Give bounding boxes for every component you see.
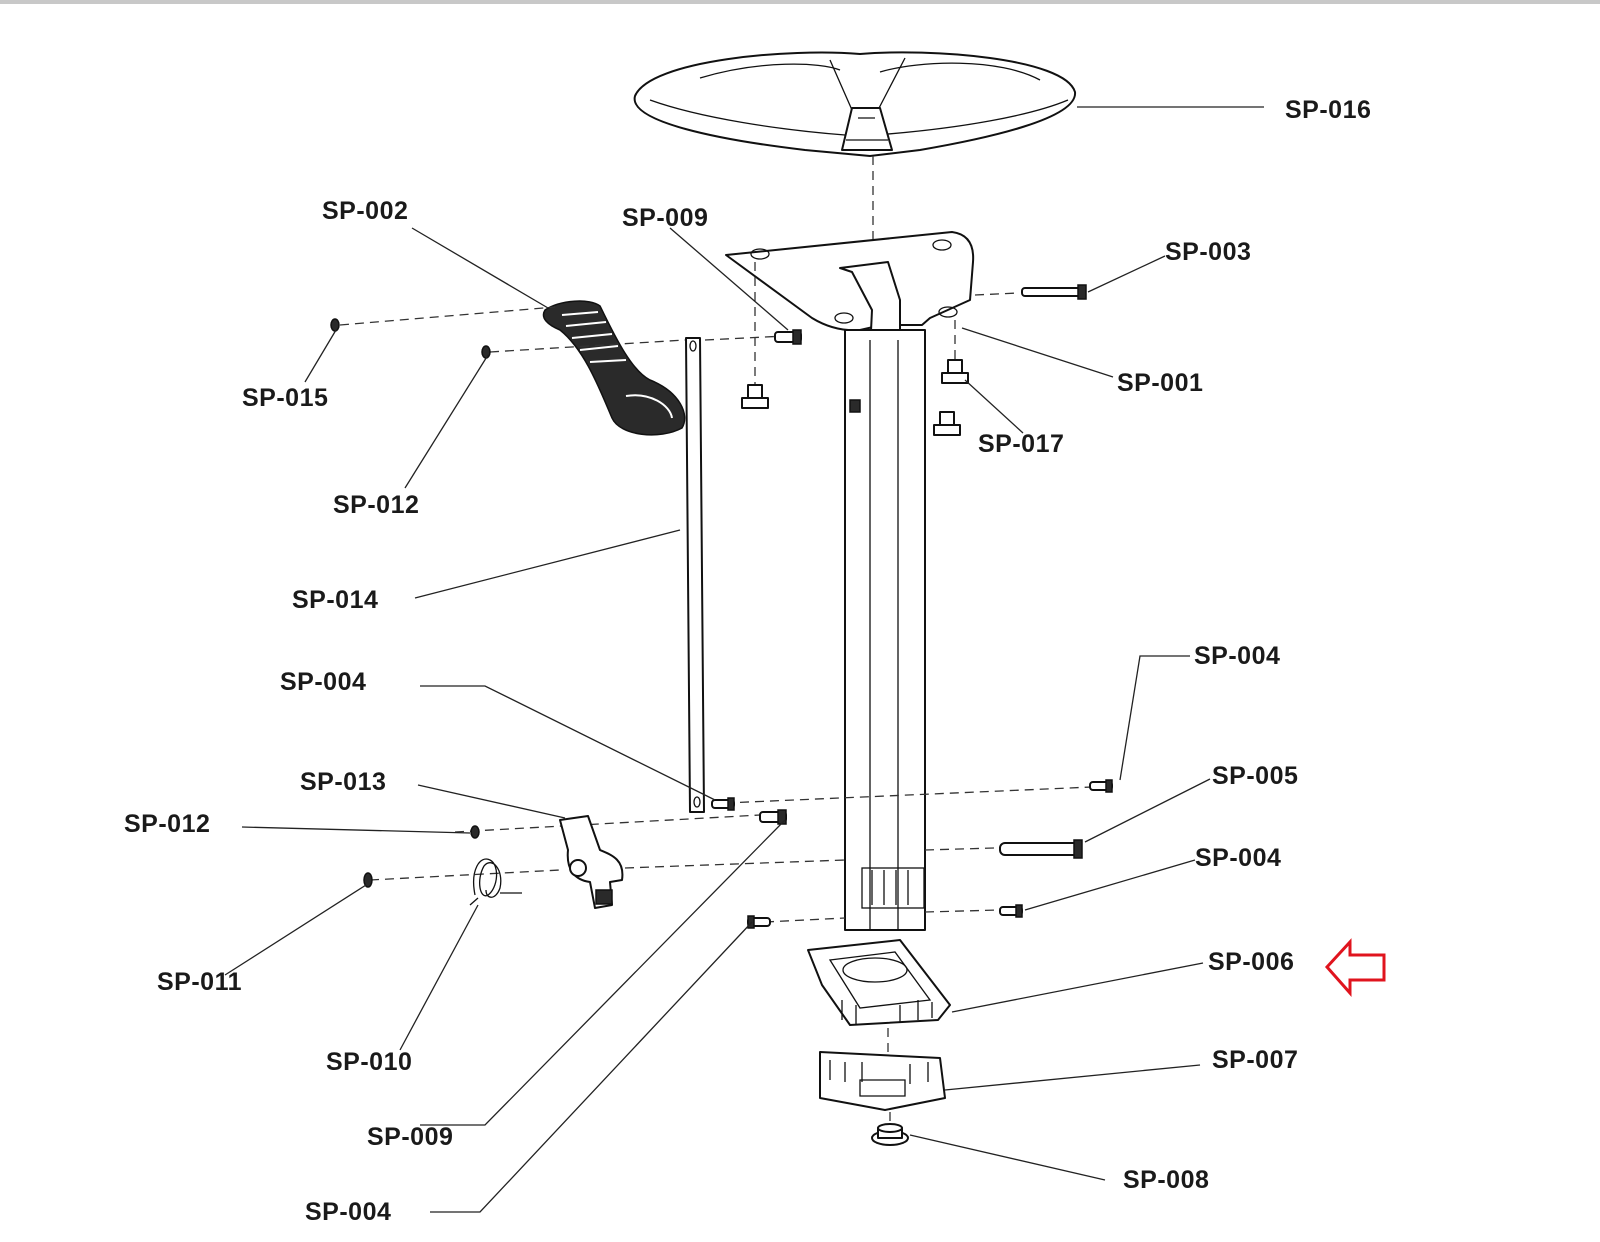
label-sp006: SP-006 bbox=[1208, 948, 1294, 976]
axis-sp005 bbox=[924, 847, 996, 851]
label-sp014: SP-014 bbox=[292, 586, 378, 614]
leader-sp017 bbox=[964, 379, 1024, 434]
axis-sp011 bbox=[369, 869, 561, 881]
sp004-pin-parts bbox=[711, 779, 1113, 929]
label-sp016: SP-016 bbox=[1285, 96, 1371, 124]
sp017-bolt-parts bbox=[741, 359, 969, 436]
sp006-cup-part bbox=[807, 939, 951, 1026]
label-sp004-right-upper: SP-004 bbox=[1194, 642, 1280, 670]
leader-sp004d bbox=[430, 921, 753, 1213]
label-sp013: SP-013 bbox=[300, 768, 386, 796]
rod-part bbox=[685, 337, 705, 813]
sp009-lower-pin-part bbox=[759, 809, 787, 825]
axis-sp004b bbox=[724, 786, 1093, 804]
axis-sp004d bbox=[764, 917, 846, 923]
leader-sp001 bbox=[961, 327, 1114, 378]
leader-sp009b bbox=[420, 819, 786, 1126]
label-sp011: SP-011 bbox=[157, 968, 242, 996]
label-sp009-lower: SP-009 bbox=[367, 1123, 453, 1151]
label-sp009-upper: SP-009 bbox=[622, 204, 708, 232]
leader-sp002 bbox=[411, 227, 549, 309]
leader-sp013 bbox=[417, 784, 566, 819]
leader-sp015 bbox=[304, 329, 337, 383]
label-sp004-left-upper: SP-004 bbox=[280, 668, 366, 696]
axis-sp012b bbox=[454, 814, 761, 833]
sp005-pin-part bbox=[999, 839, 1083, 859]
label-sp004-right-lower: SP-004 bbox=[1195, 844, 1281, 872]
leader-sp009a bbox=[669, 227, 789, 331]
label-sp002: SP-002 bbox=[322, 197, 408, 225]
leader-sp004b bbox=[1119, 655, 1190, 781]
sp003-bolt-part bbox=[1021, 284, 1087, 300]
label-sp012-upper: SP-012 bbox=[333, 491, 419, 519]
axis-sp003 bbox=[974, 292, 1019, 296]
axis-sp015 bbox=[339, 306, 556, 326]
seat-post-part bbox=[725, 231, 975, 931]
top-border bbox=[0, 0, 1600, 4]
axis-sp013 bbox=[624, 859, 846, 869]
leader-sp005 bbox=[1084, 778, 1211, 843]
leader-sp006 bbox=[951, 962, 1204, 1013]
axis-sp012 bbox=[489, 339, 686, 353]
leader-sp014 bbox=[414, 529, 681, 599]
sp011-part bbox=[363, 872, 373, 888]
sp015-part bbox=[330, 318, 340, 332]
sp009-pin-part bbox=[774, 329, 802, 345]
axis-sp004c bbox=[924, 909, 1001, 913]
highlight-arrow-icon bbox=[1324, 938, 1386, 997]
lever-part bbox=[559, 815, 624, 909]
label-sp017: SP-017 bbox=[978, 430, 1064, 458]
leader-sp011 bbox=[224, 884, 367, 976]
label-sp004-bottom: SP-004 bbox=[305, 1198, 391, 1226]
label-sp001: SP-001 bbox=[1117, 369, 1203, 397]
sp008-foot-part bbox=[871, 1123, 909, 1146]
leader-sp004a bbox=[420, 685, 716, 801]
leader-sp003 bbox=[1087, 255, 1166, 293]
label-sp008: SP-008 bbox=[1123, 1166, 1209, 1194]
label-sp012-lower: SP-012 bbox=[124, 810, 210, 838]
handle-grip-part bbox=[542, 300, 686, 436]
axis-sp009 bbox=[704, 335, 786, 341]
label-sp015: SP-015 bbox=[242, 384, 328, 412]
sp012b-part bbox=[470, 825, 480, 839]
leader-sp007 bbox=[944, 1064, 1201, 1091]
sp007-base-part bbox=[819, 1051, 946, 1111]
label-sp003: SP-003 bbox=[1165, 238, 1251, 266]
sp012-part bbox=[481, 345, 491, 359]
label-sp010: SP-010 bbox=[326, 1048, 412, 1076]
leader-sp012a bbox=[404, 354, 489, 489]
leader-sp012b bbox=[241, 826, 471, 834]
spring-part bbox=[469, 858, 522, 906]
leader-sp010 bbox=[399, 904, 479, 1051]
leader-sp008 bbox=[909, 1134, 1106, 1181]
label-sp007: SP-007 bbox=[1212, 1046, 1298, 1074]
label-sp005: SP-005 bbox=[1212, 762, 1298, 790]
seat-part bbox=[633, 51, 1077, 157]
leader-sp004c bbox=[1024, 859, 1196, 911]
